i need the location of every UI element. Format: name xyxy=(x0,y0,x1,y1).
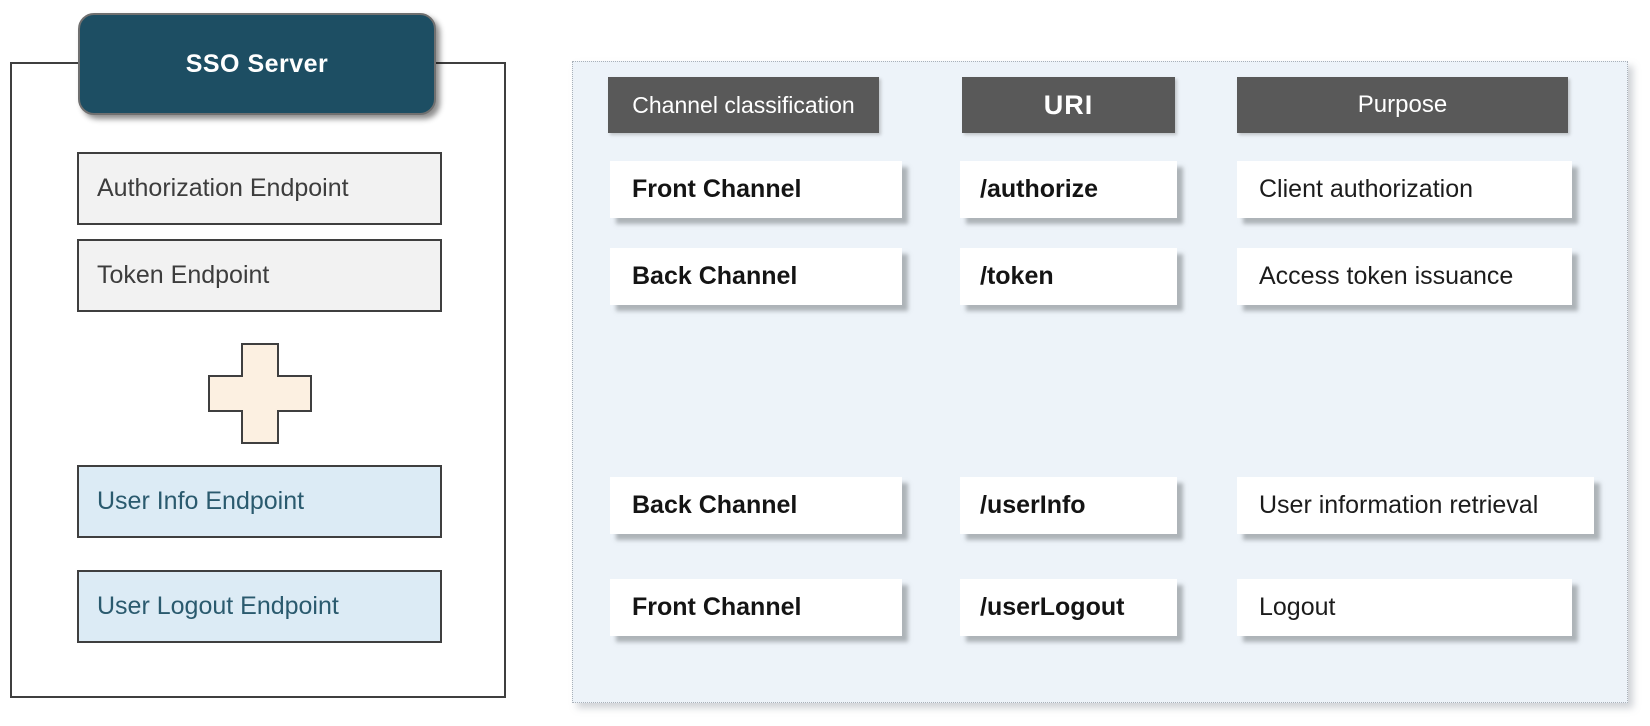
table-row-1-purpose: Client authorization xyxy=(1259,175,1474,203)
table-row-2-purpose-cell: Access token issuance xyxy=(1237,248,1572,305)
sso-server-title: SSO Server xyxy=(185,49,329,78)
column-header-channel-label: Channel classification xyxy=(632,91,855,118)
column-header-purpose-label: Purpose xyxy=(1357,91,1448,118)
table-row-4-channel-cell: Front Channel xyxy=(610,579,902,636)
user-logout-endpoint-label: User Logout Endpoint xyxy=(97,592,339,620)
column-header-uri: URI xyxy=(962,77,1175,133)
table-row-2-channel: Back Channel xyxy=(632,262,798,290)
column-header-purpose: Purpose xyxy=(1237,77,1568,133)
table-row-2-channel-cell: Back Channel xyxy=(610,248,902,305)
sso-server-title-box: SSO Server xyxy=(78,13,436,115)
column-header-uri-label: URI xyxy=(1043,89,1094,120)
table-row-1-uri: /authorize xyxy=(980,175,1099,203)
authorization-endpoint-box: Authorization Endpoint xyxy=(77,152,442,225)
table-row-4-purpose-cell: Logout xyxy=(1237,579,1572,636)
column-header-channel-classification: Channel classification xyxy=(608,77,879,133)
table-row-4-uri: /userLogout xyxy=(980,593,1125,621)
user-info-endpoint-box: User Info Endpoint xyxy=(77,465,442,538)
table-row-3-purpose: User information retrieval xyxy=(1259,491,1539,519)
table-row-4-purpose: Logout xyxy=(1259,593,1336,621)
table-row-1-channel-cell: Front Channel xyxy=(610,161,902,218)
user-info-endpoint-label: User Info Endpoint xyxy=(97,487,305,515)
table-row-3-channel: Back Channel xyxy=(632,491,798,519)
user-logout-endpoint-box: User Logout Endpoint xyxy=(77,570,442,643)
token-endpoint-box: Token Endpoint xyxy=(77,239,442,312)
table-row-2-purpose: Access token issuance xyxy=(1259,262,1514,290)
table-row-3-uri: /userInfo xyxy=(980,491,1086,519)
authorization-endpoint-label: Authorization Endpoint xyxy=(97,174,349,202)
table-row-2-uri: /token xyxy=(980,262,1054,290)
table-row-1-uri-cell: /authorize xyxy=(960,161,1177,218)
table-row-4-uri-cell: /userLogout xyxy=(960,579,1177,636)
plus-cross-icon xyxy=(208,343,312,444)
table-row-3-purpose-cell: User information retrieval xyxy=(1237,477,1594,534)
table-row-3-uri-cell: /userInfo xyxy=(960,477,1177,534)
token-endpoint-label: Token Endpoint xyxy=(97,261,270,289)
table-row-1-purpose-cell: Client authorization xyxy=(1237,161,1572,218)
table-row-4-channel: Front Channel xyxy=(632,593,802,621)
table-row-3-channel-cell: Back Channel xyxy=(610,477,902,534)
table-row-1-channel: Front Channel xyxy=(632,175,802,203)
table-row-2-uri-cell: /token xyxy=(960,248,1177,305)
